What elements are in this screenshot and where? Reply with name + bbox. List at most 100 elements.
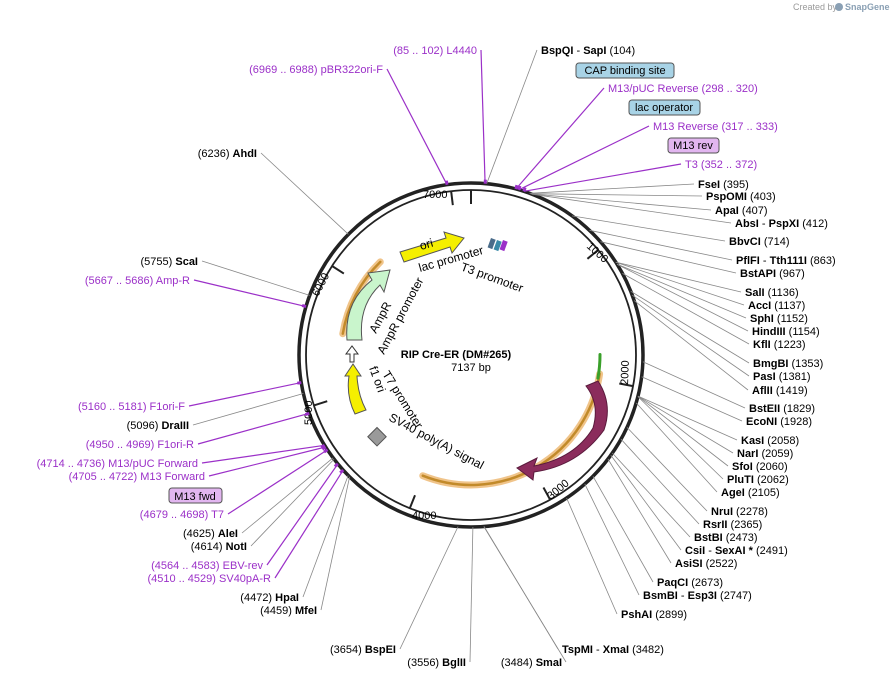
backbone-outer-circle [297,181,645,529]
leader-line [188,382,302,407]
f1-ori-feature [344,363,367,415]
leader-line [592,476,654,583]
primer-site-mark [323,448,329,454]
leader-line [637,395,729,467]
scale-tick [313,400,328,407]
ori-label: ori [418,236,435,253]
leader-line [630,290,750,364]
enzyme-label-bbvci: BbvCI (714) [729,236,790,248]
sv40-polya-feature [367,426,387,447]
leader-line [616,263,747,319]
leader-line [386,68,448,185]
leader-line [320,476,350,611]
enzyme-label-smai: (3484) SmaI [501,657,562,669]
ampr-orf-line [341,260,382,335]
leader-line [615,261,745,306]
primer-label-m13-reverse: M13 Reverse (317 .. 333) [653,121,778,133]
enzyme-label-pasi: PasI (1381) [753,371,811,383]
leader-line [523,163,682,192]
primer-label-m13-puc-forward: (4714 .. 4736) M13/pUC Forward [37,458,198,470]
leader-line [632,294,750,377]
enzyme-label-nari: NarI (2059) [737,448,793,460]
enzyme-label-pflfi: PflFI - Tth111I (863) [736,255,836,267]
leader-line [589,229,733,261]
enzyme-label-sfoi: SfoI (2060) [732,461,788,473]
leader-line [622,273,750,345]
leader-line [530,193,703,197]
leader-line [197,412,310,445]
scale-tick [619,382,634,388]
enzyme-label-kasi: KasI (2058) [741,435,799,447]
primer-site-mark [320,444,326,449]
leader-line [572,215,726,242]
m13-rev-box [667,137,720,154]
enzyme-label-mfei: (4459) MfeI [260,605,317,617]
leader-line [637,395,738,441]
leader-line [518,125,650,191]
promoter-mark [493,240,502,252]
cre-orf-halo [419,370,604,489]
primer-label-sv40pa-r: (4510 .. 4529) SV40pA-R [147,573,271,585]
enzyme-label-bsmbi-esp3i: BsmBI - Esp3I (2747) [643,590,752,602]
enzyme-label-noti: (4614) NotI [191,541,247,553]
leader-lines [188,49,750,663]
primer-label-f1ori-r: (4950 .. 4969) F1ori-R [86,439,194,451]
enzyme-label-sali: SalI (1136) [745,287,799,299]
enzyme-label-bspei: (3654) BspEI [330,644,396,656]
leader-line [531,193,732,224]
enzyme-label-rsrii: RsrII (2365) [703,519,762,531]
primer-site-mark [333,462,339,468]
enzyme-label-apai: ApaI (407) [715,205,768,217]
primer-site-mark [301,303,307,309]
leader-line [531,193,712,211]
t3-promoter-label: T3 promoter [459,260,525,296]
cre-feature [516,380,608,481]
leader-line [201,260,310,296]
enzyme-label-csii-sexai: CsiI - SexAI * (2491) [685,545,788,557]
enzyme-label-econi: EcoNI (1928) [746,416,812,428]
leader-line [584,483,640,596]
green-orf-arrow [596,353,602,380]
enzyme-label-alei: (4625) AleI [183,528,238,540]
enzyme-label-aflii: AflII (1419) [752,385,808,397]
enzyme-label-tspmi-xmai: TspMI - XmaI (3482) [562,644,664,656]
features [339,231,608,489]
enzyme-label-agei: AgeI (2105) [721,487,780,499]
enzyme-label-bsteii: BstEII (1829) [749,403,815,415]
primer-site-mark [321,445,327,451]
leader-line [607,458,672,564]
sv40-polya-label: SV40 poly(A) signal [387,410,487,472]
cre-orf-line [421,372,601,487]
promoter-mark [499,240,508,252]
leader-line [529,183,695,194]
scale-tick [542,486,552,501]
ampr-promoter-feature [345,345,359,363]
leader-line [241,457,334,534]
ampr-feature [346,269,391,341]
leader-line [274,469,344,579]
enzyme-label-sphi: SphI (1152) [750,313,808,325]
leader-line [399,526,459,650]
leader-line [610,454,682,551]
promoter-mark [487,238,496,250]
m13-fwd-box [168,487,223,504]
created-by-text: Created by [793,2,838,12]
primer-site-mark [517,185,522,191]
leader-line [635,402,718,493]
primer-site-mark [522,187,527,192]
enzyme-label-ahdi: (6236) AhdI [198,148,257,160]
enzyme-label-pluti: PluTI (2062) [727,474,789,486]
leader-line [201,444,325,464]
leader-line [617,264,749,332]
scale-tick-label: 7000 [423,189,447,201]
leader-line [266,463,339,566]
enzyme-label-acci: AccI (1137) [748,300,805,312]
leader-line [641,376,743,422]
leader-line [469,526,474,663]
leader-line [227,449,328,515]
leader-line [302,475,349,598]
primer-label-t7: (4679 .. 4698) T7 [140,509,224,521]
scale-tick [450,191,454,206]
primer-site-mark [304,411,310,417]
